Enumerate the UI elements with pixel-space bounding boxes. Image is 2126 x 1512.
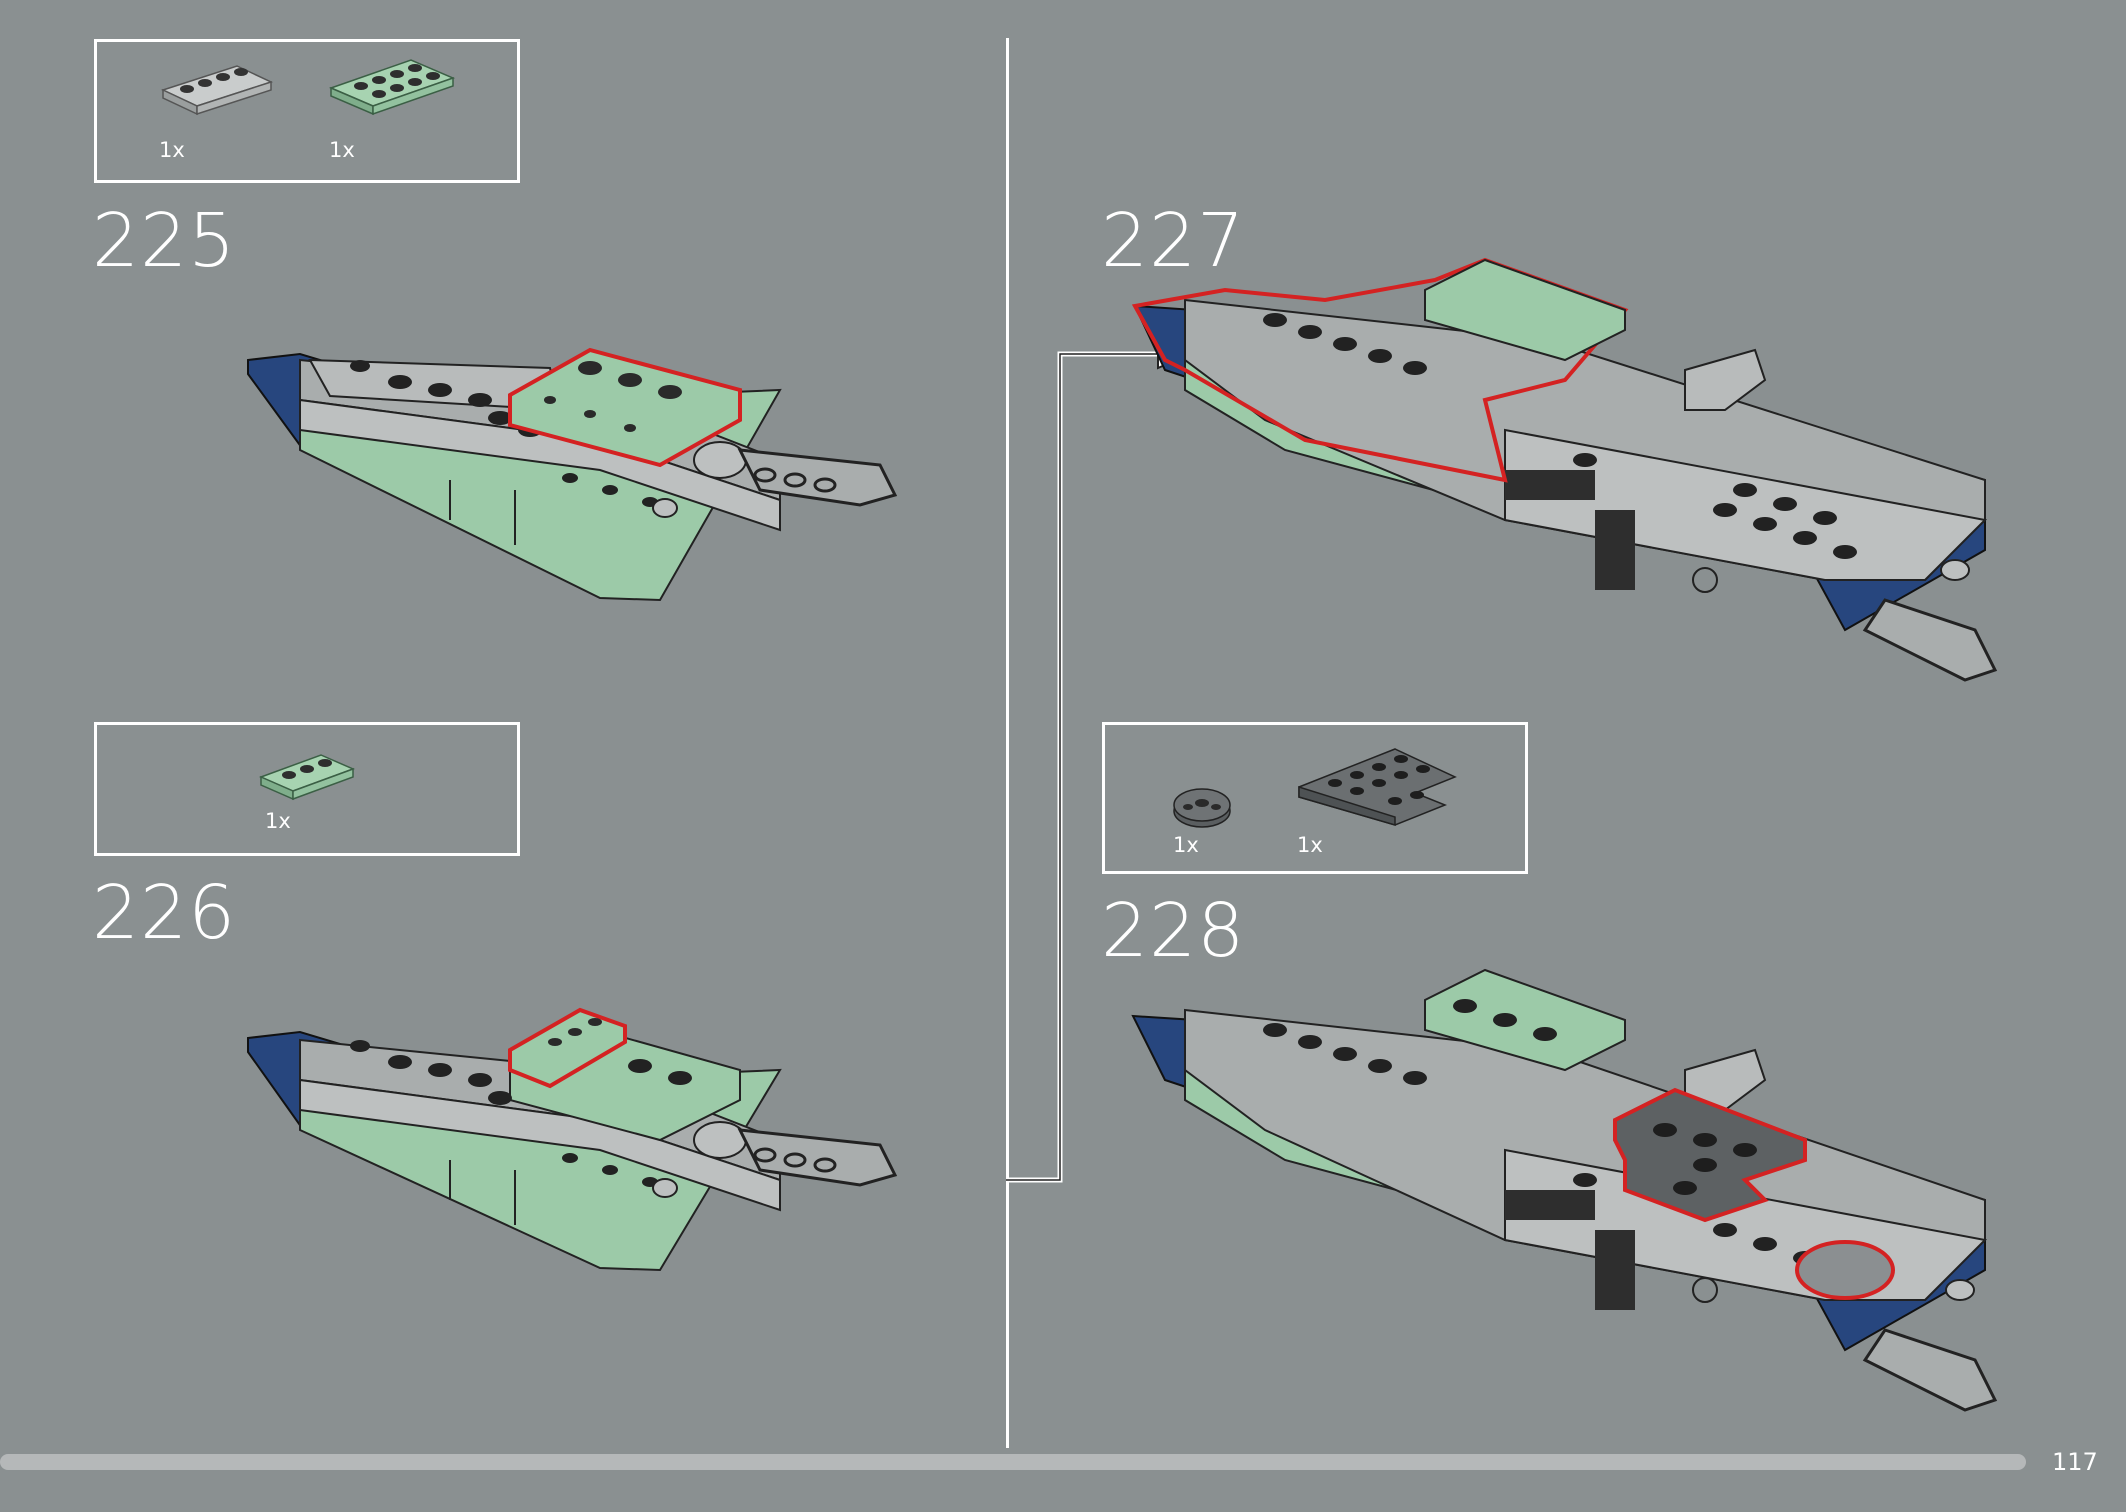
page-progress-bar bbox=[0, 1454, 2026, 1470]
step-number-227: 227 bbox=[1101, 198, 1246, 284]
part-qty: 1x bbox=[1173, 833, 1199, 857]
column-divider bbox=[1006, 38, 1009, 1448]
part-qty: 1x bbox=[265, 809, 291, 833]
part-qty: 1x bbox=[329, 138, 355, 162]
part-qty: 1x bbox=[1297, 833, 1323, 857]
dark-corner-plate-icon bbox=[1298, 748, 1457, 826]
model-illustration-step-225 bbox=[247, 347, 898, 602]
parts-box-step-226: 1x bbox=[94, 722, 520, 856]
part-qty: 1x bbox=[159, 138, 185, 162]
step-number-225: 225 bbox=[92, 198, 237, 284]
step-number-228: 228 bbox=[1101, 888, 1246, 974]
model-illustration-step-227 bbox=[1131, 257, 1998, 682]
green-plate-1x3-icon bbox=[258, 754, 356, 801]
parts-box-step-225: 1x 1x bbox=[94, 39, 520, 183]
page-number: 117 bbox=[2052, 1448, 2098, 1476]
model-illustration-step-228 bbox=[1131, 968, 1998, 1412]
step-number-226: 226 bbox=[92, 870, 237, 956]
green-plate-2x4-icon bbox=[328, 59, 456, 116]
grey-plate-1x4-icon bbox=[160, 65, 274, 116]
parts-box-step-228: 1x 1x bbox=[1102, 722, 1528, 874]
model-illustration-step-226 bbox=[247, 1007, 898, 1272]
dark-round-plate-icon bbox=[1173, 788, 1231, 828]
